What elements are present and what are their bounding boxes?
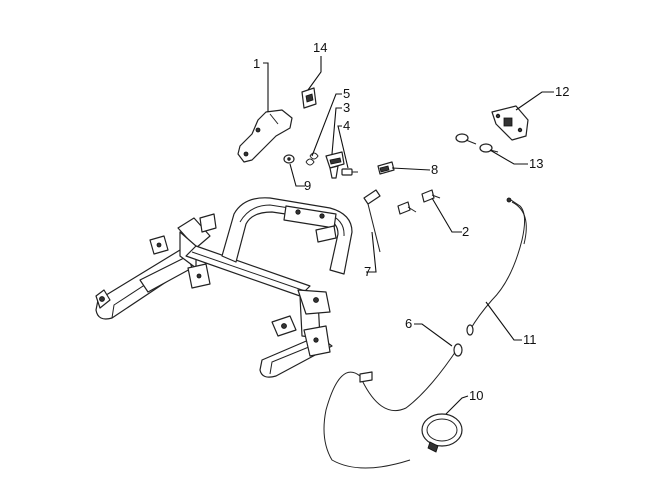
cable-part-6 <box>323 343 463 469</box>
callout-3: 3 <box>343 100 350 115</box>
callout-4: 4 <box>343 118 350 133</box>
callout-9: 9 <box>304 178 311 193</box>
lock-part-3 <box>325 151 345 179</box>
latch-plate-part-1 <box>237 109 293 163</box>
screws-part-2 <box>397 189 441 215</box>
cable-part-11 <box>466 197 527 336</box>
callout-6: 6 <box>405 316 412 331</box>
callout-7: 7 <box>364 264 371 279</box>
callout-1: 1 <box>253 56 260 71</box>
callout-14: 14 <box>313 40 327 55</box>
spring-part-5 <box>305 152 319 166</box>
hinge-plate-part-12 <box>491 105 529 141</box>
callout-labels: 1 2 3 4 5 6 7 8 9 10 11 12 13 14 <box>253 40 569 403</box>
callout-5: 5 <box>343 86 350 101</box>
callout-8: 8 <box>431 162 438 177</box>
clamp-part-10 <box>421 413 463 453</box>
rod-part-7 <box>363 189 381 253</box>
callout-13: 13 <box>529 156 543 171</box>
leader-lines <box>263 56 554 415</box>
clip-part-14 <box>301 87 317 109</box>
screw-part-4 <box>341 168 358 176</box>
screws-part-13 <box>455 133 499 153</box>
nut-part-9 <box>283 154 295 164</box>
frame-assembly <box>95 197 353 378</box>
connector-part-8 <box>377 161 395 175</box>
callout-10: 10 <box>469 388 483 403</box>
callout-2: 2 <box>462 224 469 239</box>
callout-12: 12 <box>555 84 569 99</box>
callout-11: 11 <box>523 332 537 347</box>
